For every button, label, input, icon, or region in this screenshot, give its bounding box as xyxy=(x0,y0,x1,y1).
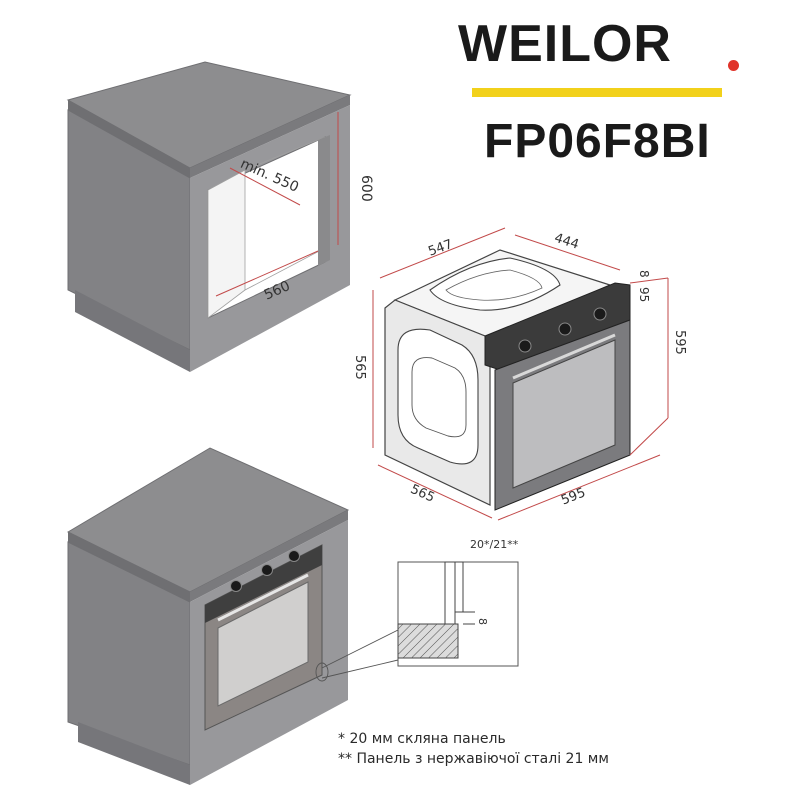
model-number: FP06F8BI xyxy=(484,115,711,168)
cabinet-niche-drawing: min. 550 600 560 xyxy=(66,61,374,372)
detail-gap-8: 8 xyxy=(476,618,489,625)
dim-444: 444 xyxy=(552,231,580,253)
oven-isometric-drawing: 547 444 8 95 595 565 565 595 20*/21** xyxy=(352,227,687,551)
dim-565-height: 565 xyxy=(352,355,367,380)
brand-logo-text: WEILOR xyxy=(458,15,672,73)
dim-panel-thickness: 20*/21** xyxy=(470,538,519,551)
dim-8: 8 xyxy=(637,270,651,278)
footnote-steel-panel: ** Панель з нержавіючої сталі 21 мм xyxy=(338,751,609,767)
footnote-glass-panel: * 20 мм скляна панель xyxy=(338,731,506,747)
cabinet-installed-drawing xyxy=(66,447,350,785)
dim-595-width: 595 xyxy=(559,485,588,508)
panel-detail-callout: 8 xyxy=(315,561,519,682)
dim-595-height: 595 xyxy=(672,330,687,355)
dim-565-depth: 565 xyxy=(408,482,437,506)
dim-600: 600 xyxy=(358,175,374,202)
brand-logo-dot xyxy=(728,60,739,71)
dim-547: 547 xyxy=(426,237,454,260)
brand-logo-underline xyxy=(472,88,722,97)
dim-95: 95 xyxy=(637,287,651,302)
